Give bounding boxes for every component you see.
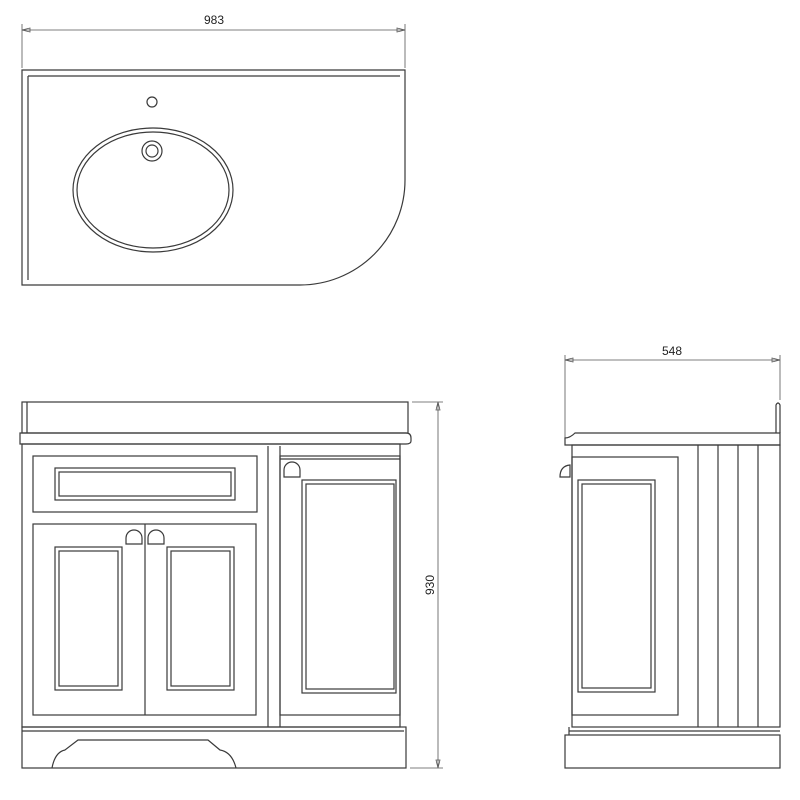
countertop-lip (19, 432, 412, 445)
basin-bowl-inner (76, 131, 230, 249)
corner-door-panel (301, 479, 397, 694)
countertop-outline (21, 69, 406, 286)
top-view: 983 (21, 13, 406, 286)
side-knob (559, 464, 571, 478)
door-knob-right (147, 529, 165, 545)
side-body (571, 444, 781, 728)
side-backsplash (775, 402, 781, 433)
countertop-inner-edge (27, 75, 400, 280)
drain-inner (145, 144, 159, 158)
height-dimension-line (410, 401, 443, 769)
tap-hole (146, 96, 158, 108)
plinth-cutout (51, 739, 237, 769)
side-door-panel (577, 479, 656, 693)
front-view: 930 (19, 401, 443, 769)
depth-dimension-label: 548 (662, 344, 682, 358)
cabinet-body (21, 443, 401, 728)
corner-door-knob (283, 461, 301, 478)
height-dimension-label: 930 (423, 575, 437, 595)
basin-bowl (72, 127, 234, 253)
side-plinth (564, 734, 781, 769)
drawer (32, 455, 258, 513)
backsplash (21, 401, 409, 434)
corner-door (279, 455, 401, 716)
door-knob-left (125, 529, 143, 545)
width-dimension-label: 983 (204, 13, 224, 27)
side-door (571, 456, 679, 716)
width-dimension-line (21, 24, 406, 68)
door-panel-middle (166, 546, 235, 691)
depth-dimension-line (564, 355, 781, 440)
door-panel-left (54, 546, 123, 691)
plinth (21, 726, 407, 769)
side-view: 548 (559, 344, 781, 769)
side-panel-slats (697, 445, 759, 727)
drain (141, 140, 163, 162)
side-countertop (564, 432, 781, 446)
